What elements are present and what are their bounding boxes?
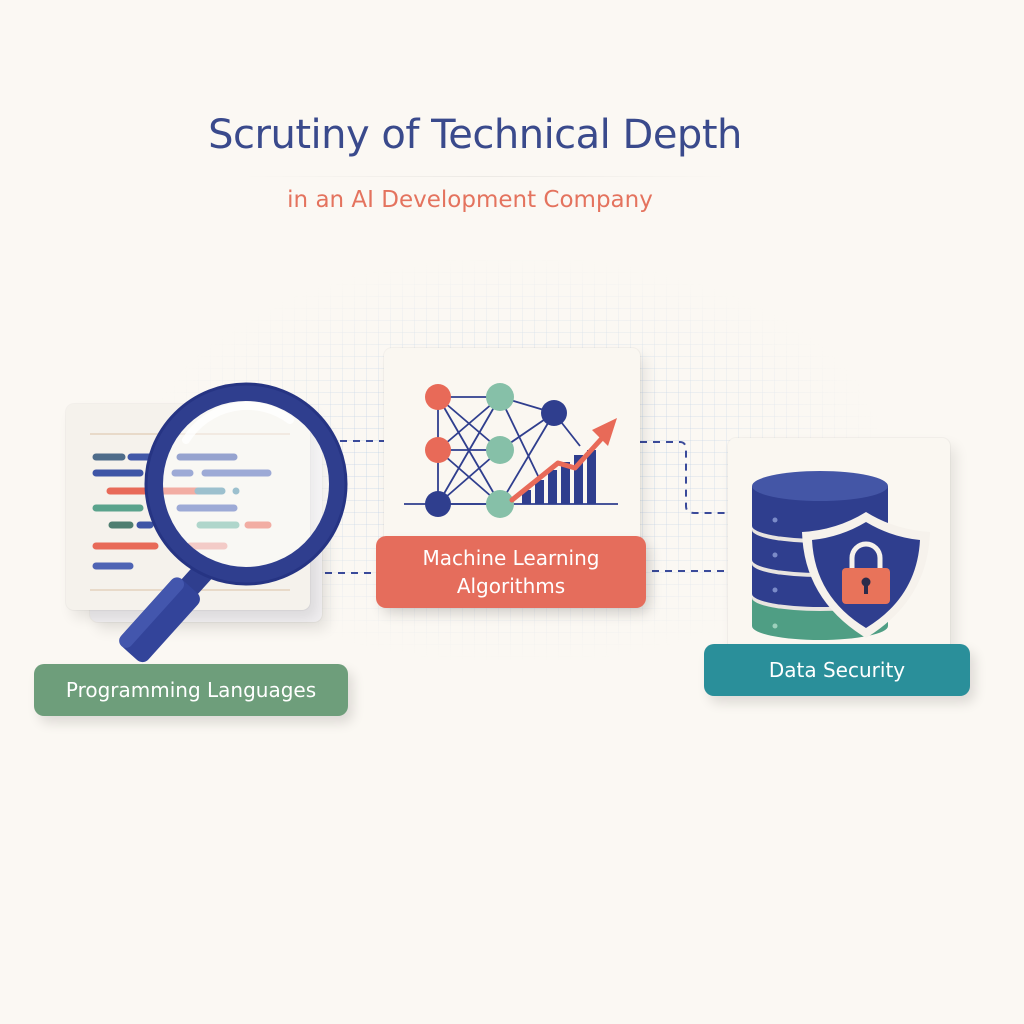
label-machine-learning-algorithms: Machine Learning Algorithms (376, 536, 646, 608)
label-ml-line1: Machine Learning (422, 546, 600, 570)
page-title: Scrutiny of Technical Depth (208, 112, 742, 158)
connector-top-right (640, 441, 728, 514)
neural-network-growth-chart-icon (404, 383, 618, 518)
label-data-security-text: Data Security (768, 658, 906, 682)
label-data-security: Data Security (704, 644, 970, 696)
lock-icon (842, 541, 890, 604)
label-ml-line2: Algorithms (456, 574, 566, 598)
title-divider (240, 176, 730, 177)
page-subtitle: in an AI Development Company (287, 187, 653, 213)
label-programming-languages: Programming Languages (34, 664, 348, 716)
magnifier-over-code-icon (90, 382, 348, 663)
database-shield-lock-icon (752, 471, 930, 640)
label-programming-languages-text: Programming Languages (65, 678, 317, 702)
